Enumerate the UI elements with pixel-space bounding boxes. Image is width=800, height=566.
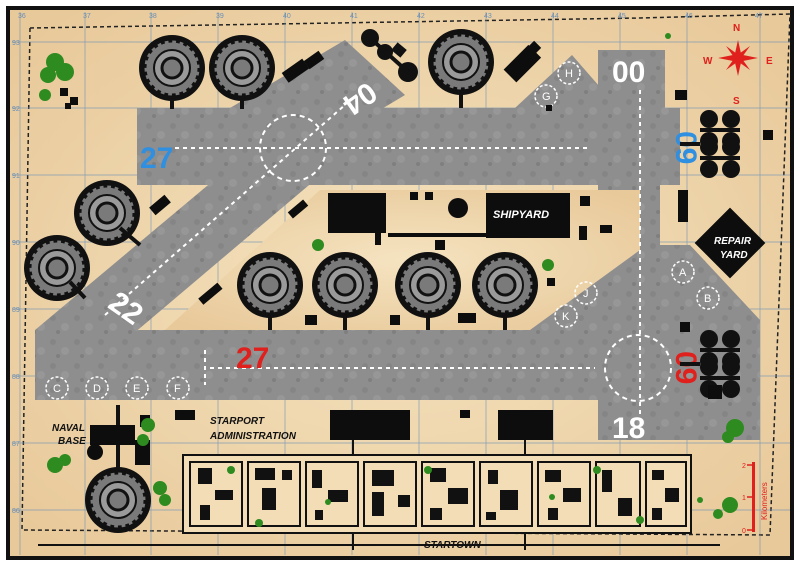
grid-col-36: 36: [18, 13, 26, 20]
runway-number-09-top: 09: [669, 131, 702, 164]
grid-row-labels: 93 92 91 90 89 88 87 86: [12, 40, 20, 515]
grid-col-39: 39: [216, 13, 224, 20]
apron-top-right: [515, 55, 620, 110]
antenna-structure: [361, 29, 418, 82]
compass-s: S: [733, 96, 740, 107]
grid-col-46: 46: [685, 13, 693, 20]
runway-27-09-bottom: [35, 330, 600, 400]
grid-row-91: 91: [12, 173, 20, 180]
scale-unit: Kilometers: [760, 482, 769, 520]
slot-k: K: [562, 311, 570, 323]
runway-centerlines: [104, 90, 641, 415]
slot-e: E: [133, 383, 140, 395]
label-naval-line1: NAVAL: [52, 423, 85, 434]
runway-number-27-bottom: 27: [236, 342, 269, 375]
grid-row-90: 90: [12, 240, 20, 247]
grid-col-42: 42: [417, 13, 425, 20]
grid-col-41: 41: [350, 13, 358, 20]
grid-row-92: 92: [12, 106, 20, 113]
touchdown-ring-bottom: [604, 334, 672, 402]
startown: [182, 454, 692, 534]
label-starport-line2: ADMINISTRATION: [209, 431, 297, 442]
grid-col-45: 45: [618, 13, 626, 20]
grid-col-37: 37: [83, 13, 91, 20]
scale-tick-0: 0: [742, 528, 746, 535]
label-repair-line1: REPAIR: [714, 236, 752, 247]
grid-row-89: 89: [12, 307, 20, 314]
scale-bar: 0 1 2 Kilometers: [742, 462, 769, 535]
grid-row-93: 93: [12, 40, 20, 47]
label-shipyard: SHIPYARD: [493, 209, 549, 221]
scale-tick-2: 2: [742, 463, 746, 470]
label-repair-line2: YARD: [720, 250, 748, 261]
slot-c: C: [53, 383, 61, 395]
runway-number-18: 18: [612, 412, 645, 445]
grid-col-38: 38: [149, 13, 157, 20]
label-naval-line2: BASE: [58, 436, 86, 447]
slot-h: H: [565, 68, 573, 80]
slot-b: B: [704, 293, 711, 305]
apron-top-left: [230, 40, 405, 110]
runway-04-22: [35, 108, 400, 345]
slot-d: D: [93, 383, 101, 395]
slot-f: F: [174, 383, 181, 395]
grid-col-47: 47: [755, 13, 763, 20]
taxi-area-right: [530, 250, 680, 330]
slot-g: G: [542, 91, 551, 103]
runway-number-00: 00: [612, 56, 645, 89]
compass-e: E: [766, 56, 773, 67]
grid-row-88: 88: [12, 374, 20, 381]
grid-row-86: 86: [12, 508, 20, 515]
runway-number-27-top: 27: [140, 142, 173, 175]
label-starport-line1: STARPORT: [210, 416, 265, 427]
buildings: [60, 40, 773, 465]
landing-slots: A B C D E F G H J K: [45, 61, 720, 400]
touchdown-ring-top: [259, 114, 327, 182]
grid-col-43: 43: [484, 13, 492, 20]
grid-row-87: 87: [12, 441, 20, 448]
slot-a: A: [679, 267, 687, 279]
scale-tick-1: 1: [742, 495, 746, 502]
compass-rose: N E S W: [703, 23, 773, 107]
trees: [39, 33, 744, 519]
grid-col-40: 40: [283, 13, 291, 20]
grid-col-44: 44: [551, 13, 559, 20]
label-startown: STARTOWN: [424, 540, 481, 551]
compass-n: N: [733, 23, 740, 34]
slot-j: J: [583, 288, 589, 300]
runway-number-09-bottom: 09: [669, 351, 702, 384]
runway-00-18: [598, 50, 760, 440]
compass-w: W: [703, 56, 713, 67]
grid-col-labels: 36 37 38 39 40 41 42 43 44 45 46 47: [18, 13, 763, 20]
